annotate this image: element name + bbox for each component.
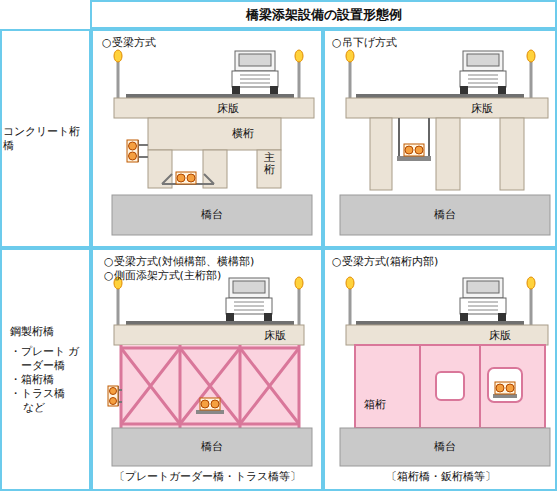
panel-caption: 〔箱桁橋・鈑桁橋等〕 [386, 470, 496, 483]
part-label: 橋台 [434, 208, 456, 221]
header-text: コンクリート桁橋 [3, 125, 88, 153]
part-label: 床版 [264, 329, 286, 342]
panel-caption: 〔プレートガーダー橋・トラス橋等〕 [114, 470, 301, 483]
part-label: 床版 [471, 102, 493, 115]
bridge-type-item: ・箱桁橋 [10, 373, 54, 387]
method-name: ○受梁方式(箱桁内部) [332, 255, 438, 268]
bridge-type-item: など [10, 401, 45, 415]
bridge-type-item: ・プレート ガーダー橋 [10, 345, 85, 373]
table-title: 橋梁添架設備の設置形態例 [91, 1, 556, 28]
part-label: 横桁 [232, 127, 254, 140]
part-label: 橋台 [434, 440, 456, 453]
bridge-type-item: ・トラス橋 [10, 387, 65, 401]
method-name: ○吊下げ方式 [332, 36, 397, 49]
part-label: 橋台 [201, 208, 223, 221]
method-name: ○受梁方式 [102, 36, 156, 49]
method-name: ○受梁方式(対傾構部、横構部) [104, 255, 254, 268]
part-label: 橋台 [201, 440, 223, 453]
row-header-cell: 鋼製桁橋・プレート ガーダー橋・箱桁橋・トラス橋など [0, 249, 91, 491]
method-name: ○側面添架方式(主桁部) [104, 269, 221, 282]
header-text: 鋼製桁橋 [10, 325, 54, 339]
method-panel: ○受梁方式(対傾構部、横構部)○側面添架方式(主桁部) 〔プレートガーダー橋・トラ… [92, 249, 323, 491]
part-label: 床版 [217, 102, 239, 115]
part-label: 箱桁 [364, 398, 386, 411]
row-header-cell: コンクリート桁橋 [0, 30, 91, 248]
part-label: 主桁 [264, 152, 275, 176]
method-panel: ○受梁方式(箱桁内部) 〔箱桁橋・鈑桁橋等〕 [324, 249, 557, 491]
part-label: 床版 [489, 329, 511, 342]
